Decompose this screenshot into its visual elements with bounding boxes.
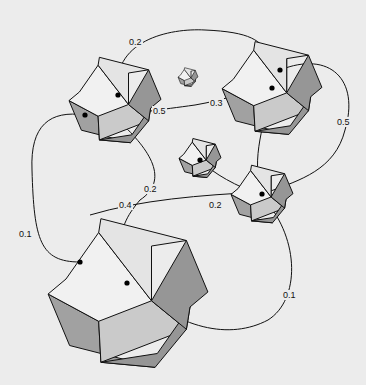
vertex-dot — [82, 112, 87, 117]
vertex-dot — [197, 157, 202, 162]
vertex-dot — [77, 259, 82, 264]
curve — [32, 114, 85, 262]
weight-label: 0.3 — [209, 98, 224, 108]
dodecahedron — [222, 42, 322, 135]
weight-label: 0.2 — [208, 200, 223, 210]
dodecahedron — [69, 57, 161, 142]
connection-curves — [32, 30, 349, 330]
weight-label: 0.1 — [18, 229, 33, 239]
face — [287, 55, 322, 110]
weight-label: 0.1 — [282, 290, 297, 300]
vertex-dot — [115, 92, 120, 97]
vertex-dot — [124, 280, 129, 285]
face — [191, 70, 198, 81]
weight-label: 0.5 — [336, 117, 351, 127]
dodecahedra — [48, 42, 322, 368]
face — [271, 174, 293, 208]
vertex-dot — [277, 67, 282, 72]
vertex-dot — [269, 85, 274, 90]
weight-label: 0.4 — [118, 200, 133, 210]
dodecahedron — [231, 165, 293, 223]
dodecahedron — [178, 68, 198, 87]
weight-label: 0.5 — [152, 106, 167, 116]
weight-label: 0.2 — [143, 184, 158, 194]
dodecahedron — [179, 139, 221, 178]
face — [152, 241, 208, 330]
face — [206, 144, 221, 167]
vertex-dot — [259, 191, 264, 196]
weight-label: 0.2 — [128, 37, 143, 47]
dodecahedron — [48, 219, 208, 368]
